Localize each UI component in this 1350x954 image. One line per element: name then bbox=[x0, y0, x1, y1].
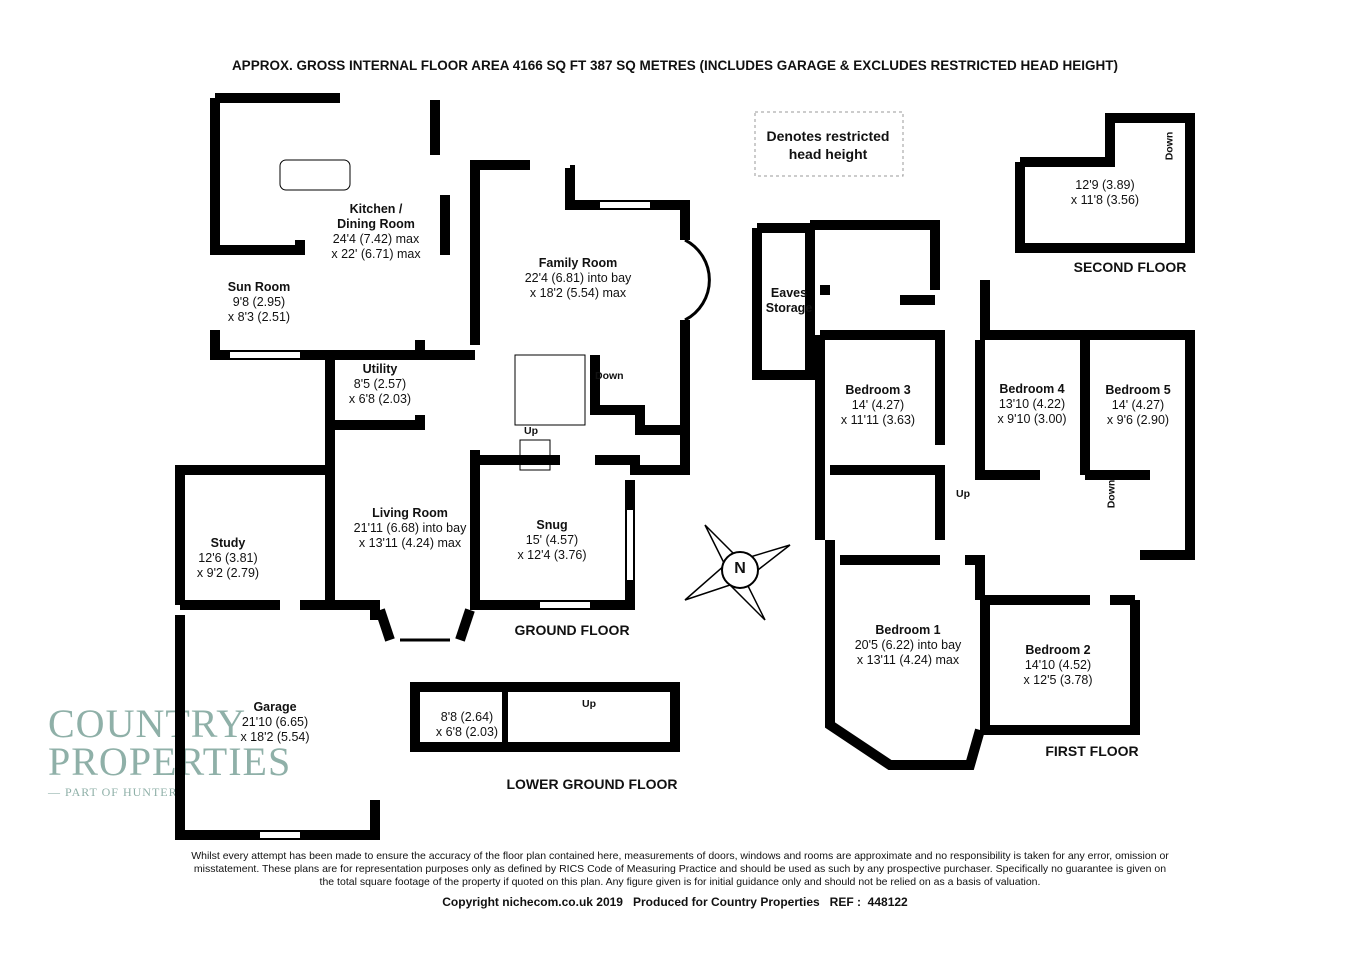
room-utility: Utility 8'5 (2.57) x 6'8 (2.03) bbox=[349, 362, 411, 407]
room-dimension: x 22' (6.71) max bbox=[331, 247, 421, 261]
room-dimension: 12'6 (3.81) bbox=[198, 551, 258, 565]
restricted-head-height-label: Denotes restricted head height bbox=[766, 128, 890, 162]
ground-floor-label: GROUND FLOOR bbox=[514, 622, 630, 638]
room-dimension: x 8'3 (2.51) bbox=[227, 310, 291, 324]
room-name: Garage bbox=[253, 700, 297, 714]
room-living-room: Living Room 21'11 (6.68) into bay x 13'1… bbox=[354, 506, 467, 551]
second-floor-walls bbox=[1015, 113, 1195, 253]
room-bedroom-4: Bedroom 4 13'10 (4.22) x 9'10 (3.00) bbox=[997, 382, 1066, 427]
room-name: Dining Room bbox=[337, 217, 415, 231]
country-properties-logo: COUNTRY PROPERTIES — PART OF HUNTERS bbox=[48, 701, 292, 800]
logo-line-1: COUNTRY bbox=[48, 701, 247, 746]
logo-line-2: PROPERTIES bbox=[48, 739, 292, 784]
second-floor-label: SECOND FLOOR bbox=[1073, 259, 1187, 275]
room-dimension: x 18'2 (5.54) max bbox=[529, 286, 627, 300]
room-dimension: x 18'2 (5.54) bbox=[240, 730, 310, 744]
room-family-room: Family Room 22'4 (6.81) into bay x 18'2 … bbox=[525, 256, 632, 301]
room-name: Bedroom 3 bbox=[845, 383, 911, 397]
room-bedroom-5: Bedroom 5 14' (4.27) x 9'6 (2.90) bbox=[1105, 383, 1170, 428]
lower-ground-floor-label: LOWER GROUND FLOOR bbox=[506, 776, 678, 792]
room-dimension: x 11'11 (3.63) bbox=[840, 413, 916, 427]
room-dimension: x 12'5 (3.78) bbox=[1023, 673, 1093, 687]
room-name: Kitchen / bbox=[349, 202, 403, 216]
room-name: Family Room bbox=[538, 256, 618, 270]
room-dimension: 15' (4.57) bbox=[525, 533, 579, 547]
room-bedroom-3: Bedroom 3 14' (4.27) x 11'11 (3.63) bbox=[841, 383, 915, 428]
room-dimension: 22'4 (6.81) into bay bbox=[524, 271, 632, 285]
room-name: Study bbox=[210, 536, 246, 550]
floor-area-title: APPROX. GROSS INTERNAL FLOOR AREA 4166 S… bbox=[231, 58, 1119, 73]
room-dimension: x 12'4 (3.76) bbox=[517, 548, 587, 562]
room-name: Bedroom 5 bbox=[1105, 383, 1171, 397]
room-dimension: 9'8 (2.95) bbox=[232, 295, 286, 309]
ground-floor-windows bbox=[230, 159, 711, 838]
room-dimension: 14' (4.27) bbox=[1111, 398, 1165, 412]
stairs-down-label: Down bbox=[595, 370, 624, 382]
room-dimension: x 13'11 (4.24) max bbox=[856, 653, 960, 667]
room-dimension: 21'11 (6.68) into bay bbox=[353, 521, 467, 535]
room-dimension: 12'9 (3.89) bbox=[1075, 178, 1135, 192]
room-sun-room: Sun Room 9'8 (2.95) x 8'3 (2.51) bbox=[228, 280, 291, 325]
room-dimension: 8'5 (2.57) bbox=[353, 377, 407, 391]
room-name: Utility bbox=[362, 362, 398, 376]
room-dimension: 14'10 (4.52) bbox=[1024, 658, 1092, 672]
room-eaves-storage: Eaves Storage bbox=[766, 286, 813, 316]
room-garage: Garage 21'10 (6.65) x 18'2 (5.54) bbox=[240, 700, 309, 745]
stairs-up-label: Up bbox=[524, 425, 538, 437]
room-name: Living Room bbox=[372, 506, 448, 520]
room-dimension: x 9'2 (2.79) bbox=[196, 566, 260, 580]
restricted-head-height-key bbox=[754, 111, 904, 177]
first-floor-label: FIRST FLOOR bbox=[1045, 743, 1139, 759]
stairs-up-label: Up bbox=[956, 488, 970, 500]
logo-line-3: — PART OF HUNTERS bbox=[48, 785, 186, 799]
room-kitchen-dining: Kitchen / Dining Room 24'4 (7.42) max x … bbox=[331, 202, 420, 262]
stairs-down-label: Down bbox=[1163, 131, 1176, 161]
room-dimension: 24'4 (7.42) max bbox=[332, 232, 420, 246]
room-snug: Snug 15' (4.57) x 12'4 (3.76) bbox=[517, 518, 586, 563]
room-name: Storage bbox=[765, 301, 813, 315]
compass bbox=[684, 524, 791, 621]
room-dimension: x 9'10 (3.00) bbox=[997, 412, 1067, 426]
lower-ground-walls bbox=[410, 682, 680, 752]
room-dimension: x 6'8 (2.03) bbox=[348, 392, 412, 406]
room-dimension: x 11'8 (3.56) bbox=[1070, 193, 1140, 207]
room-name: Bedroom 4 bbox=[999, 382, 1065, 396]
room-dimension: 13'10 (4.22) bbox=[998, 397, 1066, 411]
room-dimension: 14' (4.27) bbox=[851, 398, 905, 412]
room-bedroom-1: Bedroom 1 20'5 (6.22) into bay x 13'11 (… bbox=[855, 623, 962, 668]
room-second-floor: 12'9 (3.89) x 11'8 (3.56) bbox=[1071, 178, 1139, 208]
room-name: Bedroom 2 bbox=[1025, 643, 1091, 657]
room-bedroom-2: Bedroom 2 14'10 (4.52) x 12'5 (3.78) bbox=[1023, 643, 1092, 688]
room-study: Study 12'6 (3.81) x 9'2 (2.79) bbox=[197, 536, 259, 581]
room-dimension: x 13'11 (4.24) max bbox=[358, 536, 462, 550]
room-lower-ground: 8'8 (2.64) x 6'8 (2.03) bbox=[436, 710, 498, 740]
room-dimension: x 6'8 (2.03) bbox=[435, 725, 499, 739]
stairs-down-label: Down bbox=[1105, 479, 1118, 509]
first-floor-walls bbox=[752, 220, 1195, 770]
room-name: Bedroom 1 bbox=[875, 623, 941, 637]
room-name: Snug bbox=[536, 518, 568, 532]
compass-north-label: N bbox=[734, 560, 746, 577]
room-name: Sun Room bbox=[227, 280, 291, 294]
room-dimension: x 9'6 (2.90) bbox=[1106, 413, 1170, 427]
room-dimension: 8'8 (2.64) bbox=[440, 710, 494, 724]
disclaimer-text: Whilst every attempt has been made to en… bbox=[191, 850, 1169, 888]
room-dimension: 20'5 (6.22) into bay bbox=[854, 638, 962, 652]
room-dimension: 21'10 (6.65) bbox=[241, 715, 309, 729]
copyright-text: Copyright nichecom.co.uk 2019 Produced f… bbox=[442, 895, 908, 909]
stairs-up-label: Up bbox=[582, 698, 596, 710]
room-name: Eaves bbox=[770, 286, 808, 300]
